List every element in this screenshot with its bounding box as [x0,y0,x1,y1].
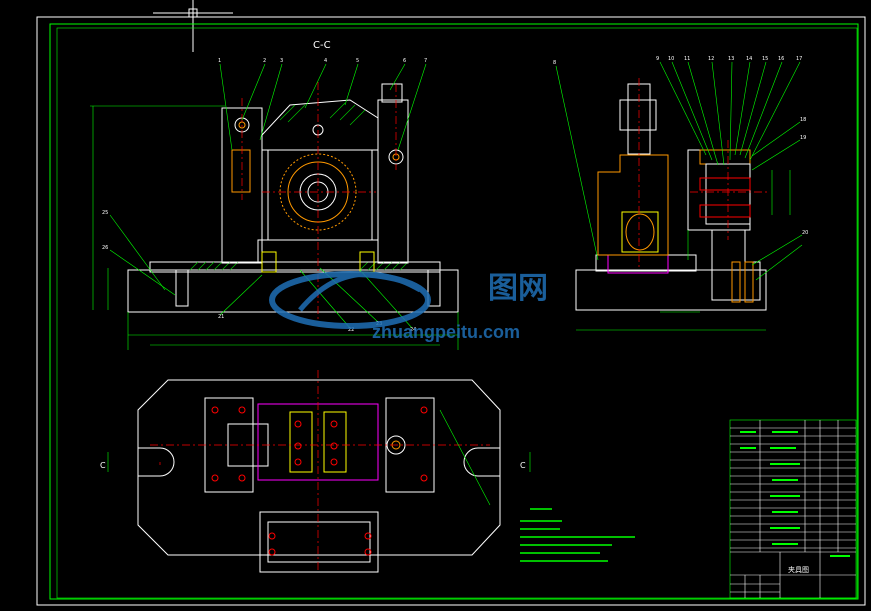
balloon-11: 11 [684,56,690,62]
balloon-13: 13 [728,56,734,62]
balloon-4: 4 [324,58,327,64]
balloon-18: 18 [800,117,806,123]
balloon-10: 10 [668,56,674,62]
balloon-22: 22 [348,327,354,333]
balloon-9: 9 [656,56,659,62]
balloon-1: 1 [218,58,221,64]
technical-notes [520,508,635,562]
balloon-14: 14 [746,56,752,62]
balloon-7: 7 [424,58,427,64]
section-label: C-C [313,40,331,51]
watermark: 图网 zhuangpeitu.com [269,271,548,342]
top-view: C C [100,370,531,573]
section-marker-left: C [100,461,106,470]
balloon-12: 12 [708,56,714,62]
balloon-21: 21 [218,314,224,320]
balloon-6: 6 [403,58,406,64]
title-block [729,419,857,599]
balloon-20: 20 [802,230,808,236]
section-marker-right: C [520,461,526,470]
balloon-26: 26 [102,245,108,251]
crosshair-cursor [153,0,233,52]
drawing-title: 夹具图 [788,565,809,574]
balloon-5: 5 [356,58,359,64]
balloon-16: 16 [778,56,784,62]
front-view: 1 2 3 4 5 6 7 21 22 23 24 25 26 [90,58,459,350]
balloon-8: 8 [553,60,556,66]
balloon-2: 2 [263,58,266,64]
balloon-25: 25 [102,210,108,216]
watermark-text-cn: 图网 [488,272,548,305]
watermark-text-url: zhuangpeitu.com [372,322,520,342]
balloon-3: 3 [280,58,283,64]
parts-list-entries [740,431,850,557]
side-view: 8 9 10 11 12 13 14 15 16 17 18 19 20 [553,56,808,331]
balloon-17: 17 [796,56,802,62]
balloon-15: 15 [762,56,768,62]
balloon-24: 24 [410,327,416,333]
balloon-19: 19 [800,135,806,141]
drawing-frame [36,16,866,606]
